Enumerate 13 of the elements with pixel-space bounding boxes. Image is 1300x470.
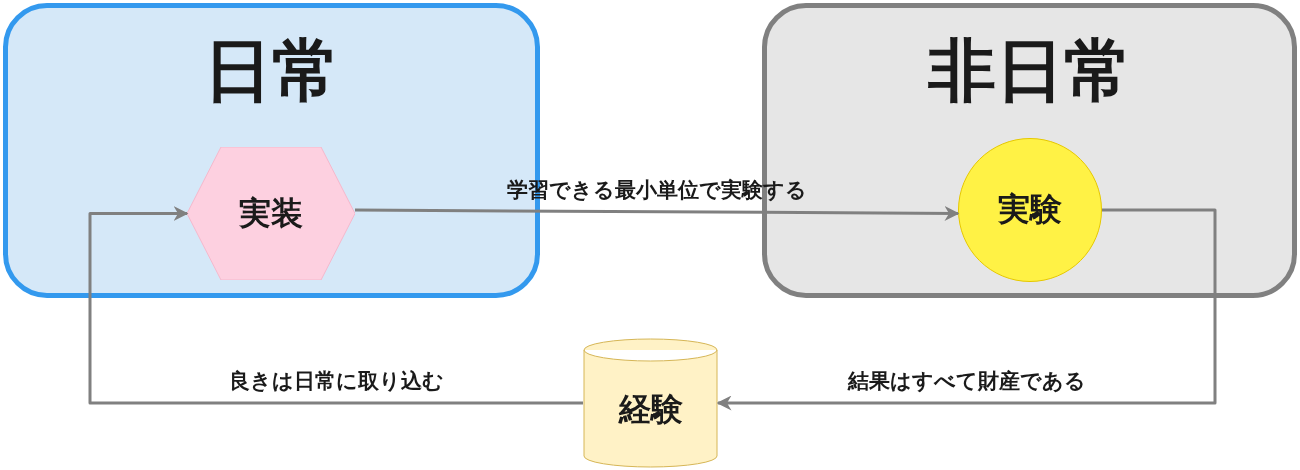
group-title: 日常: [203, 30, 340, 112]
group-title: 非日常: [927, 30, 1132, 112]
hexagon-node: [187, 147, 355, 280]
arrow: [355, 205, 960, 221]
edge-label: 結果はすべて財産である: [847, 368, 1086, 395]
arrow: [88, 206, 583, 405]
arrow: [716, 208, 1217, 411]
node-label: 経験: [618, 389, 683, 430]
node-label: 実験: [998, 189, 1062, 230]
cylinder-node: [583, 338, 718, 468]
edge-label: 良きは日常に取り込む: [229, 368, 444, 395]
node-label: 実装: [239, 192, 303, 234]
group-panel: [762, 3, 1297, 298]
